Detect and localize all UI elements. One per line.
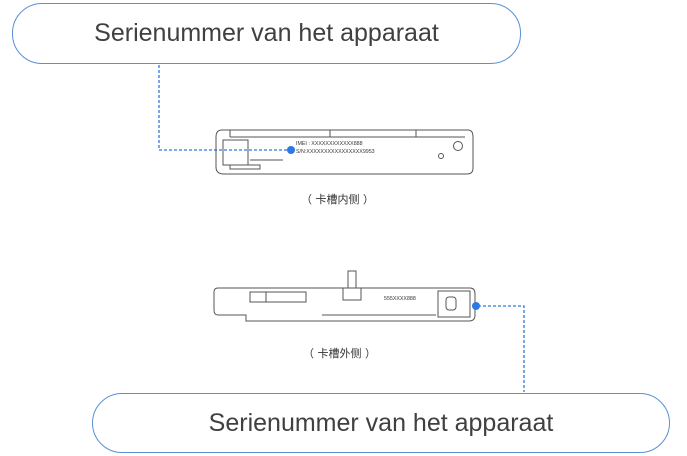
outer-serial-text: 555XXXX888	[384, 296, 416, 302]
sim-tray-inner	[215, 129, 474, 175]
marker-dot-top	[287, 146, 295, 154]
caption-outer: （ 卡槽外侧 ）	[303, 347, 376, 360]
serial-number-text: S/N:XXXXXXXXXXXXXXXX9953	[296, 149, 375, 155]
callout-bottom-label: Serienummer van het apparaat	[208, 408, 554, 437]
caption-inner: （ 卡槽内侧 ）	[301, 193, 374, 206]
callout-top-label: Serienummer van het apparaat	[94, 19, 439, 47]
sim-tray-outer	[213, 270, 476, 322]
callout-bottom: Serienummer van het apparaat	[92, 393, 670, 453]
leader-line-bottom	[478, 305, 525, 392]
imei-text: IMEI : XXXXXXXXXXXX888	[296, 141, 363, 147]
callout-top: Serienummer van het apparaat	[12, 3, 521, 64]
leader-line-top	[158, 65, 290, 151]
marker-dot-bottom	[472, 302, 480, 310]
